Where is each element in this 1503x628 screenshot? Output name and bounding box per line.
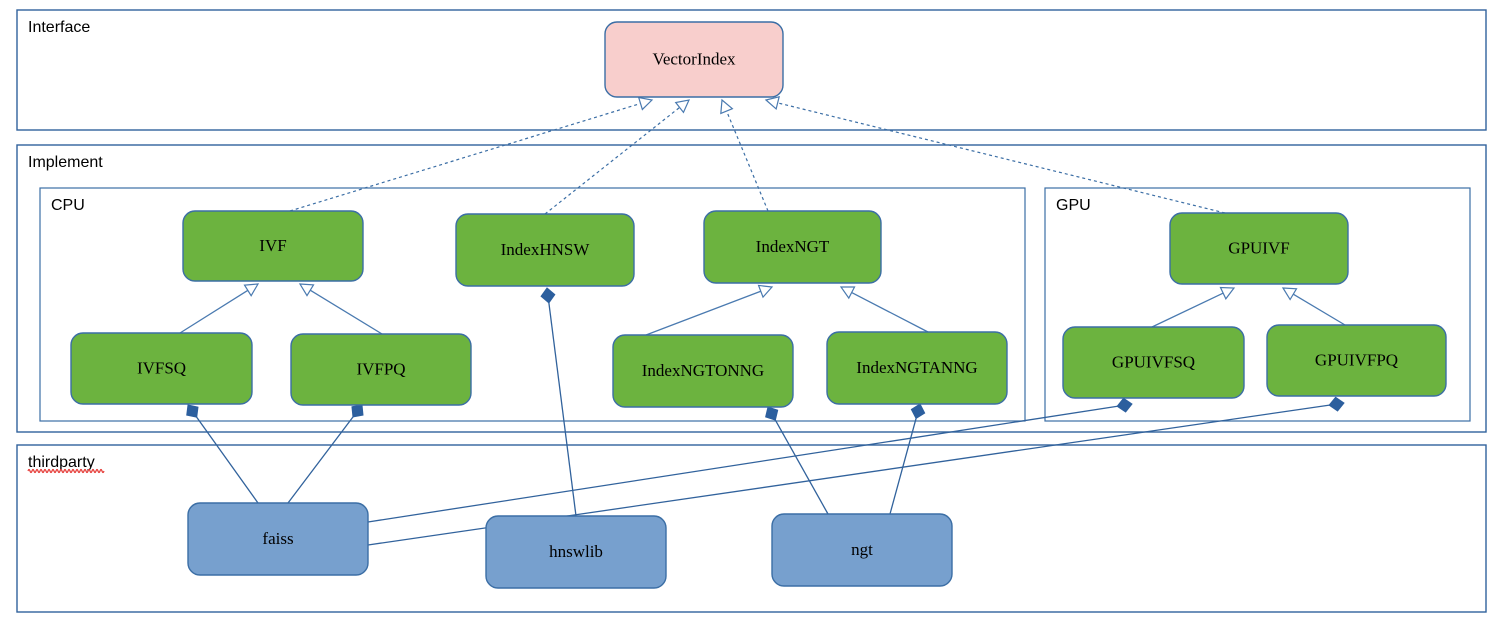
node-gpuivf[interactable]: GPUIVF	[1169, 212, 1349, 285]
node-box-gpuivfsq[interactable]	[1062, 326, 1245, 399]
edge-e-ivfpq-faiss	[287, 404, 364, 504]
node-box-gpuivfpq[interactable]	[1266, 324, 1447, 397]
hollow-triangle-arrowhead-icon	[720, 98, 734, 115]
edge-line-composition	[889, 416, 918, 515]
container-label-cpu: CPU	[51, 197, 85, 214]
node-ivfsq[interactable]: IVFSQ	[70, 332, 253, 405]
edge-e-indexhnsw-vectorindex	[544, 99, 691, 215]
node-ngt[interactable]: ngt	[771, 513, 953, 587]
edge-e-gpuivfsq-gpuivf	[1151, 286, 1236, 328]
edge-line-inheritance	[850, 291, 929, 333]
hollow-triangle-arrowhead-icon	[1219, 286, 1236, 300]
edge-line-composition	[195, 415, 259, 504]
edge-e-ngtanng-indexngt	[839, 286, 929, 333]
hollow-triangle-arrowhead-icon	[839, 286, 856, 300]
node-hnswlib[interactable]: hnswlib	[485, 515, 667, 589]
edge-e-ngtanng-ngt	[889, 403, 926, 515]
container-label-gpu: GPU	[1056, 197, 1091, 214]
node-box-vectorindex[interactable]	[604, 21, 784, 98]
node-box-indexngtanng[interactable]	[826, 331, 1008, 405]
edge-e-ivfsq-faiss	[186, 404, 259, 504]
container-border-thirdparty	[16, 444, 1487, 613]
container-cpu: CPU	[39, 187, 1026, 422]
edge-e-gpuivfpq-gpuivf	[1281, 287, 1346, 326]
node-vectorindex[interactable]: VectorIndex	[604, 21, 784, 98]
edge-line-inheritance	[1292, 293, 1346, 326]
node-box-indexngt[interactable]	[703, 210, 882, 284]
hollow-triangle-arrowhead-icon	[243, 283, 260, 297]
edge-line-composition	[367, 405, 1120, 523]
node-indexngt[interactable]: IndexNGT	[703, 210, 882, 284]
node-faiss[interactable]: faiss	[187, 502, 369, 576]
container-gpu: GPU	[1044, 187, 1471, 422]
node-ivfpq[interactable]: IVFPQ	[290, 333, 472, 406]
container-thirdparty: thirdparty	[16, 444, 1487, 613]
container-border-cpu	[39, 187, 1026, 422]
edge-line-realization	[725, 109, 769, 212]
node-box-ivfpq[interactable]	[290, 333, 472, 406]
edge-e-ivfsq-ivf	[179, 283, 260, 334]
edge-line-inheritance	[179, 289, 250, 334]
hollow-triangle-arrowhead-icon	[674, 99, 691, 114]
edge-e-ivfpq-ivf	[298, 283, 383, 335]
node-gpuivfpq[interactable]: GPUIVFPQ	[1266, 324, 1447, 397]
filled-diamond-icon	[765, 406, 779, 421]
edge-line-realization	[289, 102, 642, 212]
edge-line-realization	[776, 102, 1226, 214]
node-indexhnsw[interactable]: IndexHNSW	[455, 213, 635, 287]
edge-e-ngtonng-indexngt	[645, 284, 774, 336]
hollow-triangle-arrowhead-icon	[764, 95, 780, 111]
node-ivf[interactable]: IVF	[182, 210, 364, 282]
node-box-faiss[interactable]	[187, 502, 369, 576]
edge-e-gpuivf-vectorindex	[764, 95, 1226, 214]
node-box-ivfsq[interactable]	[70, 332, 253, 405]
edge-line-composition	[287, 414, 355, 504]
edge-group	[179, 95, 1346, 546]
edge-e-indexngt-vectorindex	[720, 98, 769, 212]
node-indexngtonng[interactable]: IndexNGTONNG	[612, 334, 794, 408]
filled-diamond-icon	[351, 404, 364, 418]
hollow-triangle-arrowhead-icon	[757, 284, 774, 299]
container-border-gpu	[1044, 187, 1471, 422]
node-box-gpuivf[interactable]	[1169, 212, 1349, 285]
node-box-indexhnsw[interactable]	[455, 213, 635, 287]
node-gpuivfsq[interactable]: GPUIVFSQ	[1062, 326, 1245, 399]
edge-e-ivf-vectorindex	[289, 96, 654, 212]
container-label-implement: Implement	[28, 154, 103, 171]
container-label-interface: Interface	[28, 19, 90, 36]
spellcheck-underline-icon	[27, 468, 105, 474]
node-box-ngt[interactable]	[771, 513, 953, 587]
edge-line-inheritance	[1151, 292, 1225, 328]
edge-e-indexhnsw-hnswlib	[540, 287, 577, 517]
hollow-triangle-arrowhead-icon	[298, 283, 315, 297]
filled-diamond-icon	[186, 404, 199, 418]
edge-line-composition	[547, 300, 577, 517]
filled-diamond-icon	[1328, 396, 1345, 412]
node-box-indexngtonng[interactable]	[612, 334, 794, 408]
node-box-hnswlib[interactable]	[485, 515, 667, 589]
edge-e-gpuivfsq-faiss	[367, 397, 1133, 523]
edge-line-inheritance	[645, 290, 762, 336]
edge-line-inheritance	[309, 289, 383, 335]
filled-diamond-icon	[1116, 397, 1133, 413]
container-label-thirdparty: thirdparty	[28, 454, 95, 471]
filled-diamond-icon	[910, 403, 926, 420]
hollow-triangle-arrowhead-icon	[637, 96, 654, 111]
edge-line-composition	[773, 418, 829, 515]
edge-line-realization	[544, 106, 681, 215]
node-indexngtanng[interactable]: IndexNGTANNG	[826, 331, 1008, 405]
edge-e-ngtonng-ngt	[765, 406, 829, 515]
filled-diamond-icon	[540, 287, 556, 304]
hollow-triangle-arrowhead-icon	[1281, 287, 1298, 301]
node-box-ivf[interactable]	[182, 210, 364, 282]
